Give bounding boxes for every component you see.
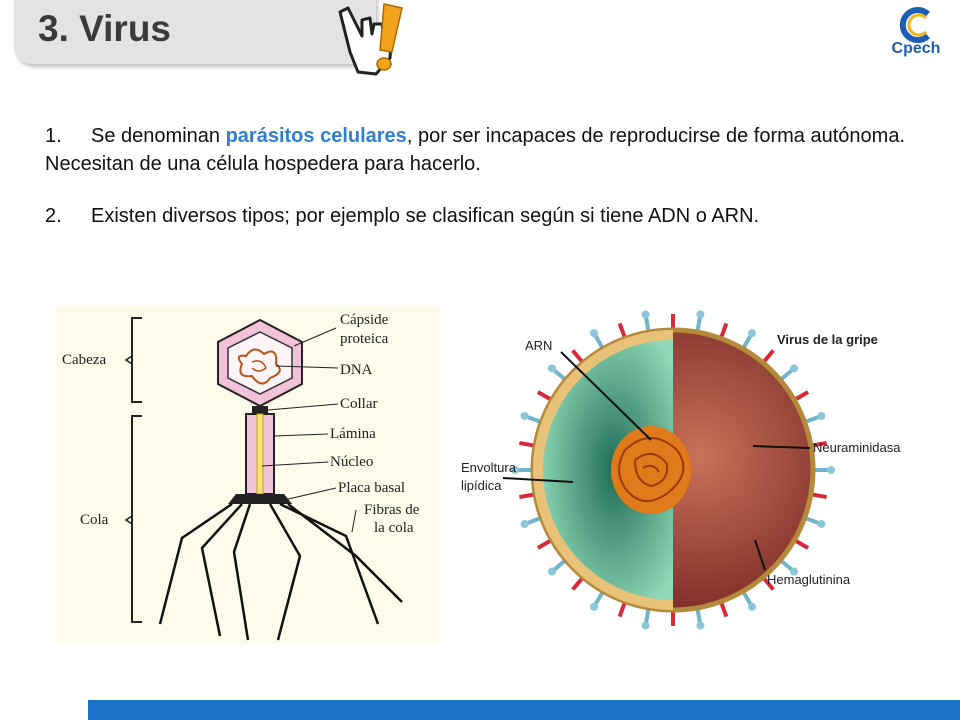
spike-head bbox=[520, 411, 529, 420]
spike-head bbox=[817, 520, 826, 529]
spike-head bbox=[817, 411, 826, 420]
envelope-spike bbox=[778, 368, 794, 382]
envelope-spike bbox=[793, 390, 810, 402]
envelope-spike bbox=[803, 516, 821, 526]
envelope-spike bbox=[536, 538, 553, 550]
influenza-virus-diagram: ARN Envoltura lipídica Virus de la gripe… bbox=[455, 300, 925, 645]
content-body: 1. Se denominan parásitos celulares, por … bbox=[45, 122, 905, 230]
envelope-spike bbox=[519, 440, 536, 448]
envelope-spike bbox=[719, 322, 729, 340]
envelope-spike bbox=[552, 558, 568, 572]
spike-head bbox=[641, 621, 650, 630]
envelope-spike bbox=[525, 516, 543, 526]
envelope-spike bbox=[519, 492, 536, 500]
slide-title: 3. Virus bbox=[38, 8, 172, 49]
envelope-spike bbox=[593, 590, 605, 607]
envelope-spike bbox=[719, 600, 729, 618]
list-item-1: 1. Se denominan parásitos celulares, por … bbox=[45, 122, 905, 178]
envelope-spike bbox=[778, 558, 794, 572]
label-arn: ARN bbox=[525, 338, 552, 353]
envelope-spike bbox=[695, 607, 703, 624]
spike-head bbox=[827, 466, 835, 474]
label-capside-2: proteica bbox=[340, 331, 389, 347]
envelope-spike bbox=[793, 538, 810, 550]
influenza-title: Virus de la gripe bbox=[777, 332, 878, 347]
label-fibras-2: la cola bbox=[374, 520, 414, 536]
spike-head bbox=[748, 602, 756, 611]
envelope-spike bbox=[643, 316, 651, 333]
spike-head bbox=[790, 364, 799, 373]
spike-head bbox=[547, 364, 556, 373]
spike-head bbox=[748, 329, 756, 338]
envelope-spike bbox=[593, 333, 605, 350]
spike-head bbox=[696, 621, 705, 630]
envelope-spike bbox=[552, 368, 568, 382]
spike-head bbox=[520, 520, 529, 529]
envelope-spike bbox=[617, 600, 627, 618]
label-placa-basal: Placa basal bbox=[338, 480, 405, 496]
label-dna: DNA bbox=[340, 362, 373, 378]
highlight-term: parásitos celulares bbox=[225, 125, 407, 147]
spike-head bbox=[696, 310, 705, 319]
item-text-after: , por ser incapaces de reproducirse de f… bbox=[45, 125, 905, 175]
influenza-illustration: ARN Envoltura lipídica Virus de la gripe… bbox=[461, 310, 901, 630]
item-number: 2. bbox=[45, 205, 62, 227]
envelope-spike bbox=[741, 333, 753, 350]
spike-head bbox=[547, 567, 556, 576]
label-envoltura-2: lipídica bbox=[461, 478, 502, 493]
envelope-spike bbox=[536, 390, 553, 402]
item-text-before: Se denominan bbox=[91, 125, 226, 147]
logo-text: Cpech bbox=[891, 40, 941, 57]
spike-head bbox=[511, 466, 519, 474]
label-envoltura-1: Envoltura bbox=[461, 460, 517, 475]
label-cabeza: Cabeza bbox=[62, 352, 106, 368]
envelope-spike bbox=[741, 590, 753, 607]
item-number: 1. bbox=[45, 125, 62, 147]
label-cola: Cola bbox=[80, 512, 109, 528]
spike-head bbox=[641, 310, 650, 319]
cpech-logo-icon bbox=[899, 7, 931, 43]
envelope-spike bbox=[803, 414, 821, 424]
label-hemaglutinina: Hemaglutinina bbox=[767, 572, 851, 587]
label-nucleo: Núcleo bbox=[330, 454, 373, 470]
envelope-spike bbox=[695, 316, 703, 333]
envelope-spike bbox=[571, 575, 585, 591]
label-fibras-1: Fibras de bbox=[364, 502, 420, 518]
bacteriophage-illustration: Cabeza Cola bbox=[62, 312, 420, 641]
label-lamina: Lámina bbox=[330, 426, 376, 442]
spike-head bbox=[790, 567, 799, 576]
label-collar: Collar bbox=[340, 396, 378, 412]
list-item-2: 2. Existen diversos tipos; por ejemplo se… bbox=[45, 202, 905, 230]
cpech-logo: Cpech bbox=[880, 4, 952, 64]
label-neuraminidasa: Neuraminidasa bbox=[813, 440, 901, 455]
item-text: Existen diversos tipos; por ejemplo se c… bbox=[91, 205, 760, 227]
envelope-spike bbox=[525, 414, 543, 424]
label-capside-1: Cápside bbox=[340, 312, 389, 328]
spike-head bbox=[590, 329, 598, 338]
bacteriophage-diagram: Cabeza Cola bbox=[56, 306, 440, 644]
pointing-hand-alert-icon bbox=[338, 3, 403, 76]
envelope-spike bbox=[617, 322, 627, 340]
envelope-spike bbox=[810, 440, 827, 448]
envelope-spike bbox=[810, 492, 827, 500]
envelope-spike bbox=[571, 349, 585, 365]
envelope-spike bbox=[643, 607, 651, 624]
footer-bar bbox=[88, 700, 960, 720]
title-tab bbox=[14, 0, 376, 64]
spike-head bbox=[590, 602, 598, 611]
envelope-spike bbox=[761, 575, 775, 591]
envelope-spike bbox=[761, 349, 775, 365]
